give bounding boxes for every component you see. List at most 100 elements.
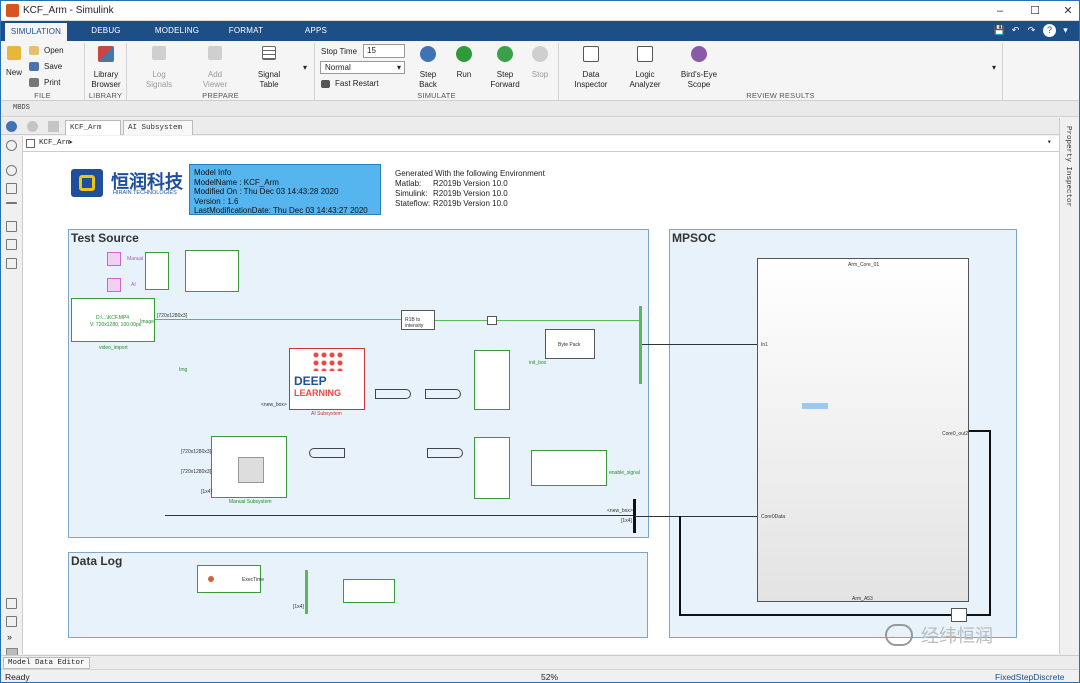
area-icon[interactable]	[6, 258, 17, 269]
model-info-name: ModelName : KCF_Arm	[194, 177, 279, 187]
maximize-button[interactable]: ☐	[1030, 5, 1040, 17]
tab-simulation[interactable]: SIMULATION	[5, 21, 67, 41]
screenshot-icon[interactable]	[6, 598, 17, 609]
print-button[interactable]: Print	[29, 77, 81, 89]
step-back-button[interactable]: Step Back	[413, 46, 443, 89]
arm-core-subsystem-block[interactable]: Arm_Core_01 In1 Core0_out2 Core0Data Arm…	[757, 258, 969, 602]
back-arrow-icon[interactable]	[6, 121, 17, 132]
undo-icon[interactable]: ↶	[1011, 25, 1020, 35]
core-out-line-vertical	[989, 430, 991, 616]
solver-link[interactable]: FixedStepDiscrete	[995, 672, 1065, 682]
model-info-box[interactable]: Model Info ModelName : KCF_Arm Modified …	[189, 164, 381, 215]
image-icon[interactable]	[6, 239, 17, 250]
to-workspace-block[interactable]	[343, 579, 395, 603]
simulation-mode-select[interactable]: Normal ▾	[320, 61, 405, 74]
property-inspector-tab[interactable]: Property Inspector	[1064, 126, 1072, 208]
tab-kcf-arm[interactable]: KCF_Arm	[65, 120, 121, 135]
model-data-editor-button[interactable]: Model Data Editor	[3, 657, 90, 669]
save-icon[interactable]: 💾	[993, 25, 1006, 35]
signal-table-button[interactable]: Signal Table	[251, 46, 287, 89]
unit-delay-block[interactable]	[951, 608, 967, 622]
zoom-level[interactable]: 52%	[541, 672, 559, 682]
merge-block-2[interactable]	[474, 437, 510, 499]
enable-subsystem-block[interactable]	[531, 450, 607, 486]
birds-eye-scope-button[interactable]: Bird's-Eye Scope	[677, 46, 721, 89]
zoom-icon[interactable]	[6, 165, 17, 176]
in1-port-label: In1	[761, 342, 768, 348]
new-button[interactable]: New	[4, 46, 24, 77]
log-signals-button[interactable]: Log Signals	[141, 46, 177, 89]
step-forward-button[interactable]: Step Forward	[485, 46, 525, 89]
manual-subsystem-block[interactable]	[211, 436, 287, 498]
review-group-label: REVIEW RESULTS	[746, 91, 815, 100]
merge-block-1[interactable]	[474, 350, 510, 410]
scope-label: Scope	[687, 80, 711, 89]
expand-icon[interactable]: »	[7, 632, 13, 642]
tab-modeling[interactable]: MODELING	[154, 26, 200, 35]
exectime-block[interactable]: ExecTime	[197, 565, 264, 593]
tab-ai-subsystem[interactable]: AI Subsystem	[123, 120, 193, 135]
arrow-icon[interactable]	[6, 202, 17, 206]
multiport-switch-block[interactable]	[185, 250, 239, 292]
model-canvas[interactable]: 恒润科技 HIRAIN TECHNOLOGIES Model Info Mode…	[23, 152, 1059, 654]
forward-label: Forward	[490, 80, 520, 89]
mbds-label[interactable]: MBDS	[13, 104, 30, 112]
from-tag-1[interactable]	[425, 389, 461, 399]
core0-out-label: Core0_out2	[942, 431, 969, 437]
tab-format[interactable]: FORMAT	[228, 26, 264, 35]
fit-view-icon[interactable]	[6, 183, 17, 194]
goto-tag-1[interactable]	[375, 389, 411, 399]
ai-subsystem-block[interactable]: DEEP LEARNING	[289, 348, 365, 410]
close-button[interactable]: ✕	[1063, 5, 1073, 17]
bus-creator-block[interactable]	[639, 306, 642, 384]
breadcrumb-item[interactable]: KCF_Arm	[39, 139, 71, 147]
save-icon	[29, 62, 39, 71]
run-button[interactable]: Run	[449, 46, 479, 88]
video-import-block[interactable]: D:\...\KCF.MP4 V: 720x1280, 100.00ps Ima…	[71, 298, 155, 342]
redo-icon[interactable]: ↷	[1027, 25, 1036, 35]
model-info-version: Version : 1.6	[194, 196, 239, 206]
stop-time-input[interactable]: 15	[363, 44, 405, 58]
rgb-to-intensity-block[interactable]: R1B to intensity	[401, 310, 435, 330]
data-inspector-button[interactable]: Data Inspector	[571, 46, 611, 89]
hide-explorer-icon[interactable]	[6, 140, 17, 151]
save-button[interactable]: Save	[29, 61, 81, 73]
prepare-expand-icon[interactable]: ▾	[303, 63, 308, 72]
step-back-label2: Back	[419, 80, 437, 89]
manual-input-block[interactable]	[107, 252, 121, 266]
env-simulink-value: R2019b Version 10.0	[433, 189, 508, 198]
rate-transition-block[interactable]	[487, 316, 497, 325]
from-tag-2[interactable]	[427, 448, 463, 458]
byte-pack-block[interactable]: Byte Pack	[545, 329, 595, 359]
log-mux-block[interactable]	[305, 570, 308, 614]
stop-icon	[532, 46, 548, 62]
add-viewer-button[interactable]: Add Viewer	[197, 46, 233, 89]
minimize-button[interactable]: –	[996, 5, 1004, 17]
stop-button[interactable]: Stop	[527, 46, 553, 88]
help-icon[interactable]: ?	[1043, 24, 1056, 37]
annotation-icon[interactable]	[6, 221, 17, 232]
chevron-down-icon[interactable]: ▾	[1063, 25, 1068, 35]
logic-analyzer-button[interactable]: Logic Analyzer	[625, 46, 665, 89]
tab-debug[interactable]: DEBUG	[91, 26, 121, 35]
goto-tag-2[interactable]	[309, 448, 345, 458]
up-arrow-icon[interactable]	[48, 121, 59, 132]
bus-selector-block[interactable]	[633, 499, 636, 533]
ai-input-block[interactable]	[107, 278, 121, 292]
forward-arrow-icon[interactable]	[27, 121, 38, 132]
table-icon	[262, 46, 276, 60]
breadcrumb-dropdown-icon[interactable]: ▾	[1047, 139, 1052, 147]
review-expand-icon[interactable]: ▾	[992, 63, 997, 72]
tab-apps[interactable]: APPS	[304, 26, 328, 35]
log-signals-icon	[152, 46, 166, 60]
breadcrumb-arrow-icon: ▸	[69, 139, 74, 147]
explorer-icon[interactable]	[6, 616, 17, 627]
logic-analyzer-icon	[637, 46, 653, 62]
status-bar: Ready 52% FixedStepDiscrete	[1, 669, 1079, 682]
window-title: KCF_Arm - Simulink	[23, 5, 114, 16]
fast-restart-button[interactable]: Fast Restart	[321, 78, 401, 90]
arm-core-label: Arm_Core_01	[848, 262, 880, 268]
mode-switch-block[interactable]	[145, 252, 169, 290]
library-browser-button[interactable]: Library Browser	[89, 46, 123, 89]
open-button[interactable]: Open	[29, 45, 81, 57]
